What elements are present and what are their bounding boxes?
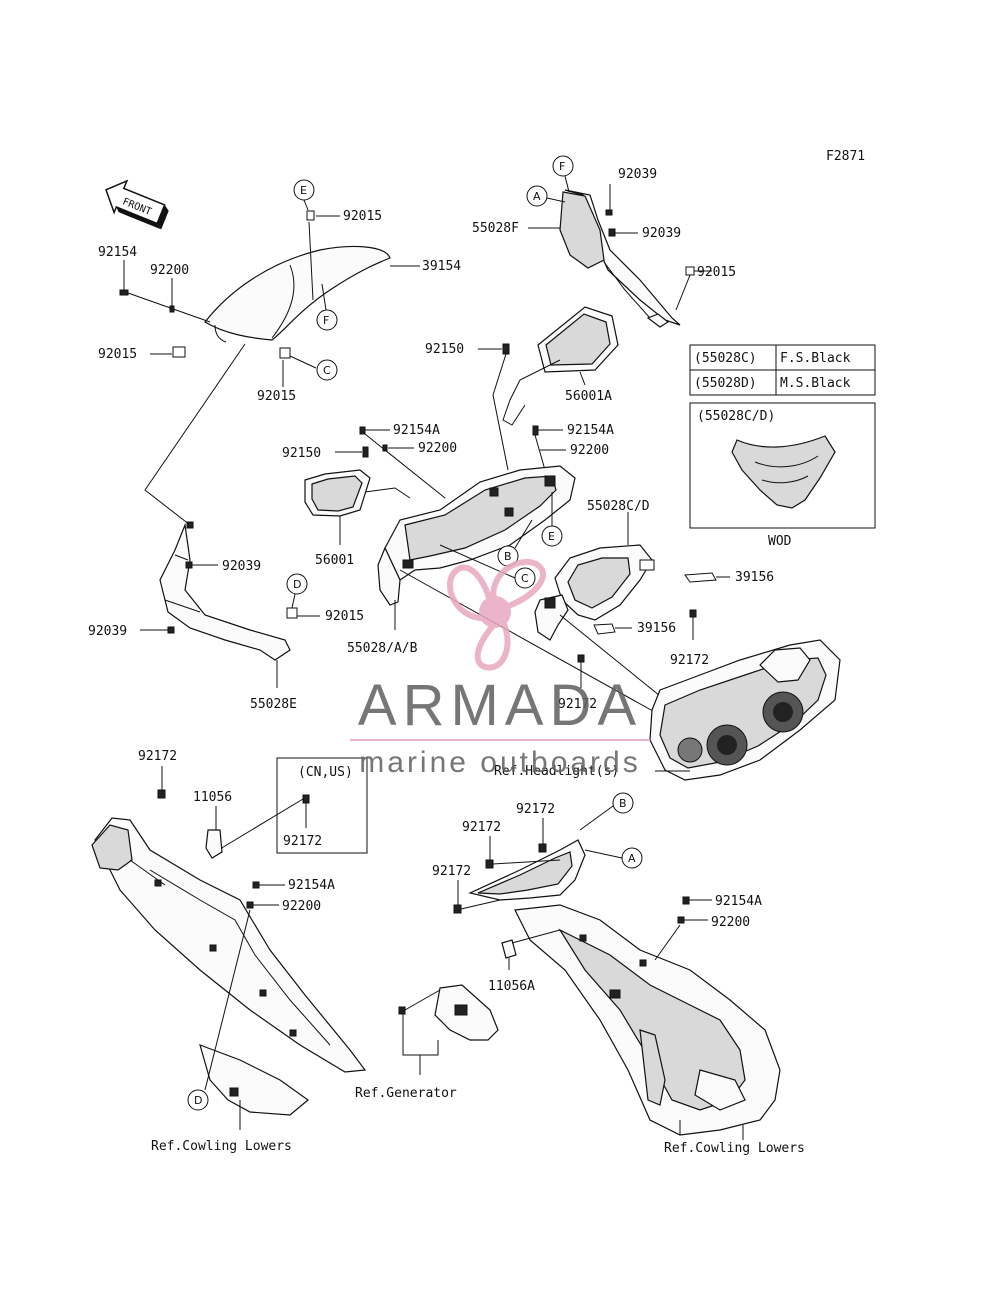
inner-panel-55028F xyxy=(559,189,681,328)
ref-label: Ref.Cowling Lowers xyxy=(151,1139,292,1154)
callout-letter: D xyxy=(293,578,301,591)
callout-letter: D xyxy=(194,1094,202,1107)
callout-letter: E xyxy=(548,530,555,543)
watermark-brand: ARMADA xyxy=(358,673,642,738)
table-cell: (55028D) xyxy=(694,376,757,391)
table-cell: M.S.Black xyxy=(780,376,851,391)
watermark-tagline: marine outboards xyxy=(359,746,640,779)
part-label: 92154A xyxy=(567,423,614,438)
ref-label: Ref.Generator xyxy=(355,1086,457,1101)
part-label: 92154A xyxy=(288,878,335,893)
region-box-label: (CN,US) xyxy=(298,765,353,780)
part-label: 92015 xyxy=(98,347,137,362)
part-label: 92172 xyxy=(670,653,709,668)
callout-letter: A xyxy=(533,190,541,203)
callout-letter: F xyxy=(559,160,565,173)
callout-letter: B xyxy=(504,550,512,563)
part-label: 92172 xyxy=(462,820,501,835)
part-label: 92154A xyxy=(393,423,440,438)
side-cowl-left xyxy=(91,817,367,1073)
part-label: 92172 xyxy=(516,802,555,817)
part-label: 92154A xyxy=(715,894,762,909)
part-label: 92039 xyxy=(618,167,657,182)
part-label: 92039 xyxy=(222,559,261,574)
front-arrow-icon: FRONT xyxy=(105,179,169,230)
part-label: 39156 xyxy=(735,570,774,585)
callout-letter: B xyxy=(619,797,627,810)
lower-bracket-left xyxy=(199,1044,309,1116)
part-label: 92172 xyxy=(558,697,597,712)
windshield-39154 xyxy=(204,245,391,343)
table-cell: (55028C) xyxy=(694,351,757,366)
part-label: 92200 xyxy=(711,915,750,930)
watermark: ARMADA marine outboards xyxy=(350,559,650,779)
callout-letter: F xyxy=(323,314,329,327)
part-label: 92015 xyxy=(697,265,736,280)
callout-letter: A xyxy=(628,852,636,865)
ref-label: Ref.Cowling Lowers xyxy=(664,1141,805,1156)
bracket-55028E xyxy=(159,521,291,661)
propeller-logo-icon xyxy=(446,559,547,671)
part-label: 56001 xyxy=(315,553,354,568)
side-cowl-right xyxy=(514,904,781,1136)
headlight-assembly xyxy=(649,639,841,781)
ref-label: Ref.Headlight(s) xyxy=(494,764,619,779)
part-label: 92039 xyxy=(642,226,681,241)
part-label: 92172 xyxy=(432,864,471,879)
part-label: 92200 xyxy=(150,263,189,278)
part-label: 92200 xyxy=(282,899,321,914)
variant-box: (55028C/D) WOD xyxy=(689,402,876,549)
part-label: 55028/A/B xyxy=(347,641,418,656)
color-table: (55028C) F.S.Black (55028D) M.S.Black xyxy=(689,344,876,396)
callout-letter: C xyxy=(521,572,529,585)
part-label: 92015 xyxy=(257,389,296,404)
upper-cowl-55028AB xyxy=(377,465,576,606)
part-label: 92150 xyxy=(282,446,321,461)
part-label: 11056A xyxy=(488,979,535,994)
mirror-56001A xyxy=(502,306,619,426)
generator-bracket xyxy=(434,984,499,1041)
part-label: 92154 xyxy=(98,245,137,260)
variant-title: (55028C/D) xyxy=(697,409,775,424)
part-label: 92015 xyxy=(343,209,382,224)
variant-caption: WOD xyxy=(768,534,792,549)
callout-letter: E xyxy=(300,184,307,197)
part-label: 39154 xyxy=(422,259,461,274)
part-label: 55028E xyxy=(250,697,297,712)
bracket-39156 xyxy=(534,594,569,641)
figure-id: F2871 xyxy=(826,149,865,164)
part-label: 39156 xyxy=(637,621,676,636)
table-cell: F.S.Black xyxy=(780,351,851,366)
part-label: 11056 xyxy=(193,790,232,805)
part-label: 56001A xyxy=(565,389,612,404)
part-label: 92015 xyxy=(325,609,364,624)
part-label: 92200 xyxy=(570,443,609,458)
callout-letter: C xyxy=(323,364,331,377)
part-label: 92172 xyxy=(283,834,322,849)
mirror-56001 xyxy=(304,469,411,517)
inner-cover-55028CD xyxy=(554,544,655,621)
part-label: 92200 xyxy=(418,441,457,456)
part-label: 92150 xyxy=(425,342,464,357)
part-label: 92039 xyxy=(88,624,127,639)
bracket-right-upper xyxy=(468,839,586,901)
part-label: 55028F xyxy=(472,221,519,236)
region-box: (CN,US) 92172 xyxy=(276,757,368,854)
part-label: 55028C/D xyxy=(587,499,650,514)
part-label: 92172 xyxy=(138,749,177,764)
